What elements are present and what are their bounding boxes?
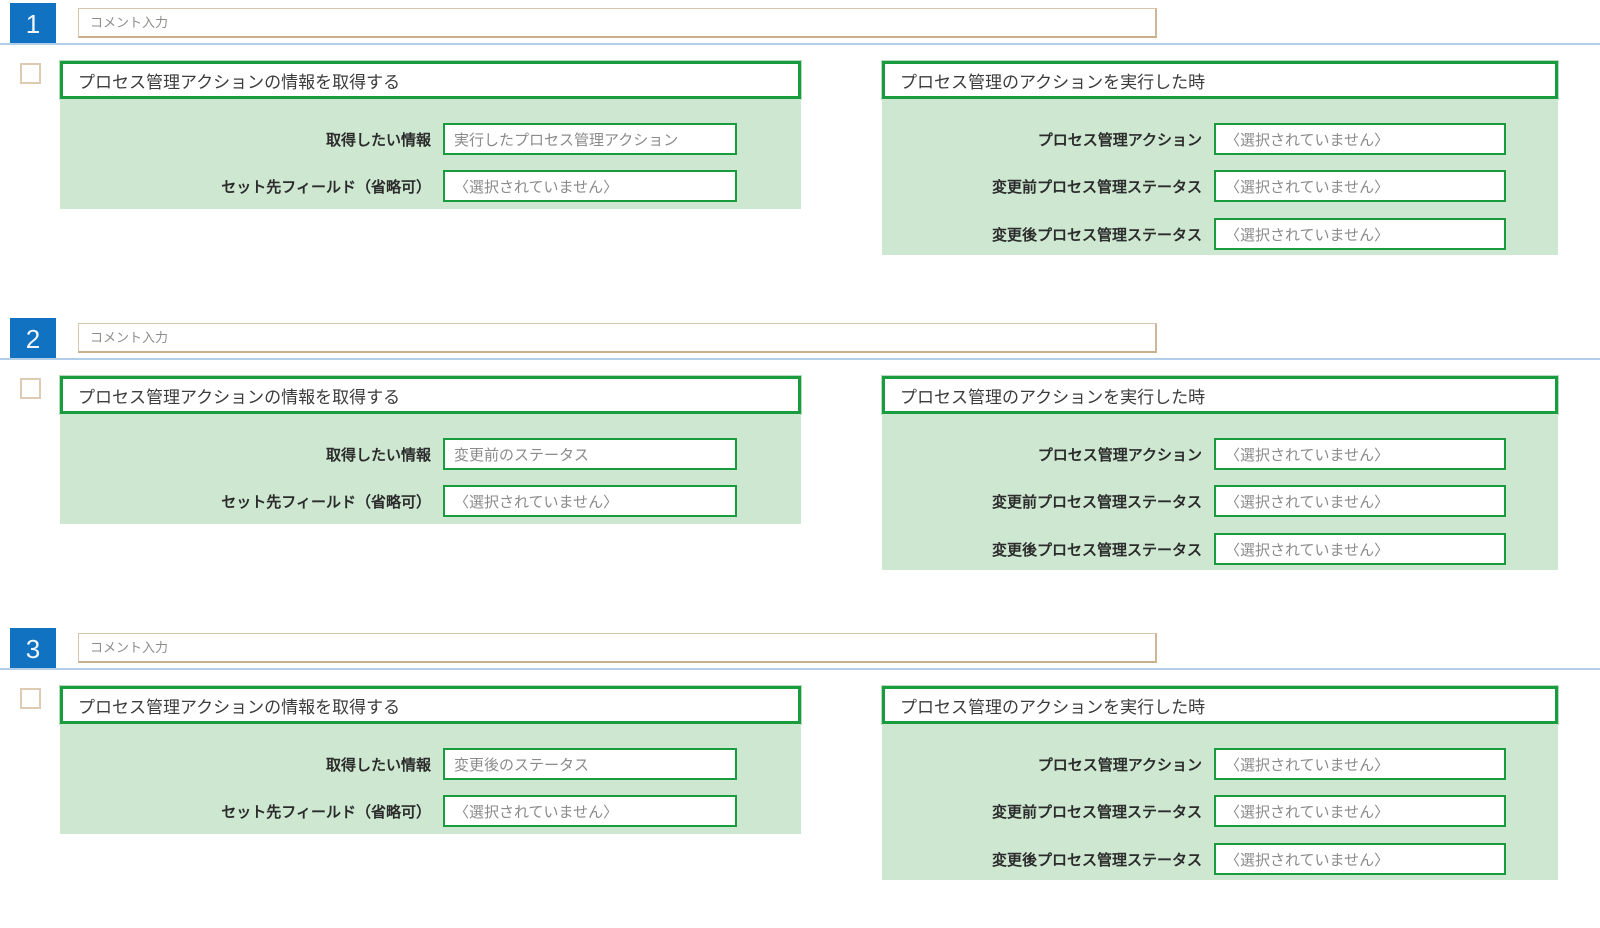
step-block: 1 プロセス管理アクションの情報を取得する 取得したい情報 実行したプロセス管理… [0, 3, 1600, 303]
panel-title: プロセス管理アクションの情報を取得する [60, 376, 801, 414]
field-label: セット先フィールド（省略可） [221, 803, 431, 821]
process-action-select[interactable]: 〈選択されていません〉 [1214, 123, 1506, 155]
field-label: 取得したい情報 [325, 756, 431, 774]
step-number-badge: 3 [10, 628, 56, 669]
step-divider [0, 358, 1600, 360]
field-label: セット先フィールド（省略可） [221, 178, 431, 196]
status-before-select[interactable]: 〈選択されていません〉 [1214, 795, 1506, 827]
process-action-select[interactable]: 〈選択されていません〉 [1214, 438, 1506, 470]
process-action-select[interactable]: 〈選択されていません〉 [1214, 748, 1506, 780]
panel-title: プロセス管理アクションの情報を取得する [60, 686, 801, 724]
target-field-select[interactable]: 〈選択されていません〉 [443, 170, 737, 202]
get-action-info-panel: プロセス管理アクションの情報を取得する 取得したい情報 変更後のステータス セッ… [60, 686, 801, 834]
step-divider [0, 43, 1600, 45]
field-label: 取得したい情報 [325, 131, 431, 149]
info-to-get-select[interactable]: 実行したプロセス管理アクション [443, 123, 737, 155]
step-number-badge: 2 [10, 318, 56, 359]
panel-body: プロセス管理アクション 〈選択されていません〉 変更前プロセス管理ステータス 〈… [882, 99, 1558, 255]
panel-body: プロセス管理アクション 〈選択されていません〉 変更前プロセス管理ステータス 〈… [882, 414, 1558, 570]
step-checkbox[interactable] [20, 63, 41, 84]
action-executed-trigger-panel: プロセス管理のアクションを実行した時 プロセス管理アクション 〈選択されていませ… [882, 686, 1558, 880]
step-checkbox[interactable] [20, 378, 41, 399]
panel-title: プロセス管理アクションの情報を取得する [60, 61, 801, 99]
comment-input[interactable] [78, 323, 1157, 353]
target-field-select[interactable]: 〈選択されていません〉 [443, 795, 737, 827]
status-after-select[interactable]: 〈選択されていません〉 [1214, 843, 1506, 875]
status-before-select[interactable]: 〈選択されていません〉 [1214, 485, 1506, 517]
comment-input[interactable] [78, 8, 1157, 38]
step-checkbox[interactable] [20, 688, 41, 709]
action-executed-trigger-panel: プロセス管理のアクションを実行した時 プロセス管理アクション 〈選択されていませ… [882, 376, 1558, 570]
comment-input[interactable] [78, 633, 1157, 663]
panel-body: プロセス管理アクション 〈選択されていません〉 変更前プロセス管理ステータス 〈… [882, 724, 1558, 880]
get-action-info-panel: プロセス管理アクションの情報を取得する 取得したい情報 変更前のステータス セッ… [60, 376, 801, 524]
step-number-badge: 1 [10, 3, 56, 44]
field-label: 変更後プロセス管理ステータス [991, 541, 1202, 559]
field-label: 変更後プロセス管理ステータス [991, 851, 1202, 869]
step-block: 3 プロセス管理アクションの情報を取得する 取得したい情報 変更後のステータス … [0, 628, 1600, 928]
status-after-select[interactable]: 〈選択されていません〉 [1214, 218, 1506, 250]
field-label: プロセス管理アクション [1037, 756, 1202, 774]
panel-title: プロセス管理のアクションを実行した時 [882, 686, 1558, 724]
panel-title: プロセス管理のアクションを実行した時 [882, 61, 1558, 99]
panel-body: 取得したい情報 変更後のステータス セット先フィールド（省略可） 〈選択されてい… [60, 724, 801, 834]
target-field-select[interactable]: 〈選択されていません〉 [443, 485, 737, 517]
step-divider [0, 668, 1600, 670]
info-to-get-select[interactable]: 変更後のステータス [443, 748, 737, 780]
panel-title: プロセス管理のアクションを実行した時 [882, 376, 1558, 414]
panel-body: 取得したい情報 実行したプロセス管理アクション セット先フィールド（省略可） 〈… [60, 99, 801, 209]
field-label: 変更前プロセス管理ステータス [991, 493, 1202, 511]
info-to-get-select[interactable]: 変更前のステータス [443, 438, 737, 470]
get-action-info-panel: プロセス管理アクションの情報を取得する 取得したい情報 実行したプロセス管理アク… [60, 61, 801, 209]
step-block: 2 プロセス管理アクションの情報を取得する 取得したい情報 変更前のステータス … [0, 318, 1600, 618]
field-label: 変更後プロセス管理ステータス [991, 226, 1202, 244]
field-label: 変更前プロセス管理ステータス [991, 803, 1202, 821]
field-label: セット先フィールド（省略可） [221, 493, 431, 511]
field-label: プロセス管理アクション [1037, 131, 1202, 149]
panel-body: 取得したい情報 変更前のステータス セット先フィールド（省略可） 〈選択されてい… [60, 414, 801, 524]
action-executed-trigger-panel: プロセス管理のアクションを実行した時 プロセス管理アクション 〈選択されていませ… [882, 61, 1558, 255]
field-label: 取得したい情報 [325, 446, 431, 464]
status-after-select[interactable]: 〈選択されていません〉 [1214, 533, 1506, 565]
field-label: プロセス管理アクション [1037, 446, 1202, 464]
field-label: 変更前プロセス管理ステータス [991, 178, 1202, 196]
status-before-select[interactable]: 〈選択されていません〉 [1214, 170, 1506, 202]
